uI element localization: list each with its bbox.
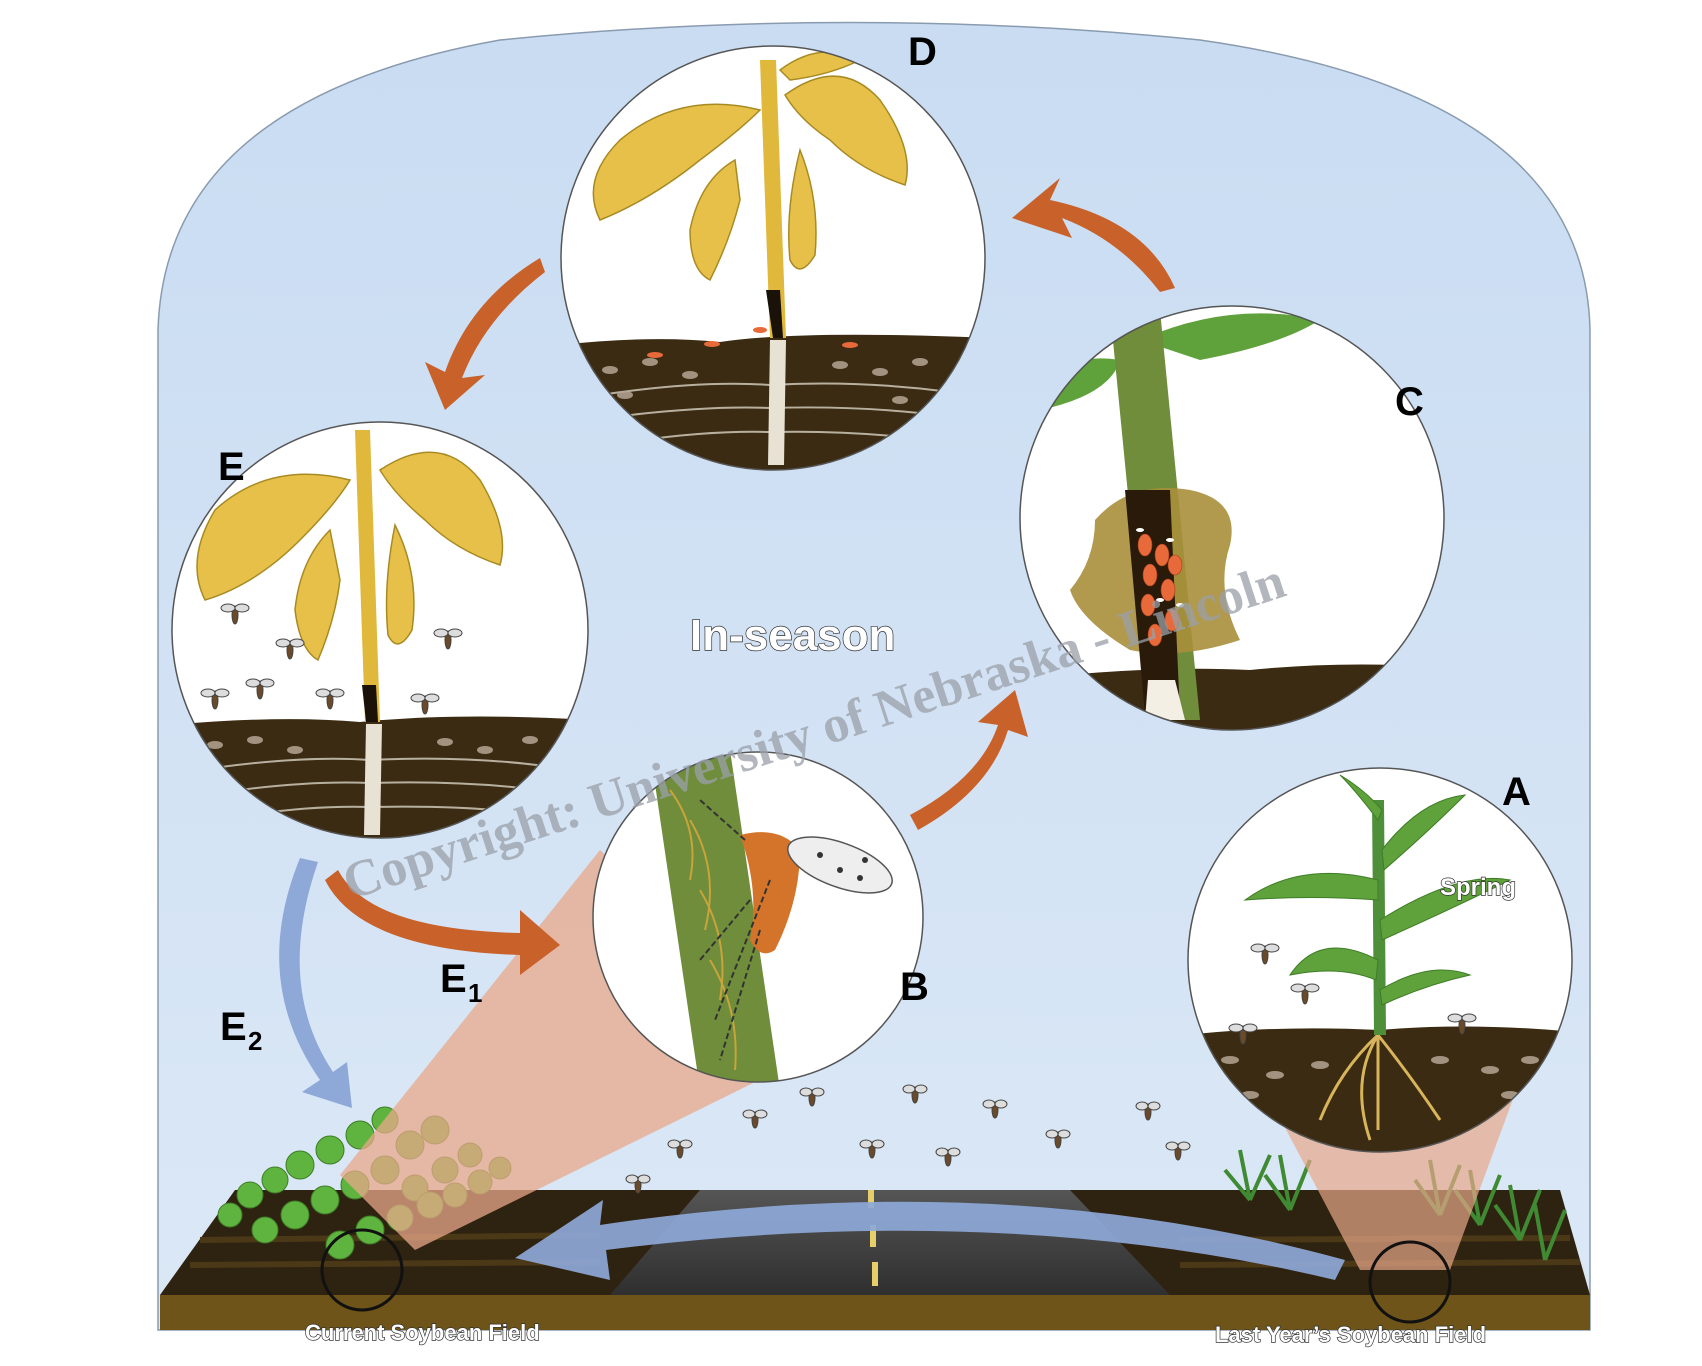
- stage-d-circle: [560, 45, 986, 471]
- dispersal-arrow-road: [515, 1200, 1345, 1280]
- label-d: D: [908, 30, 937, 74]
- label-a: A: [1502, 770, 1531, 814]
- spring-label: Spring: [1440, 874, 1516, 901]
- svg-text:E: E: [220, 1005, 247, 1049]
- stage-e-circle: [171, 421, 589, 839]
- label-e2: E 2: [220, 1005, 262, 1056]
- last-year-field-label: Last Year’s Soybean Field: [1215, 1322, 1486, 1347]
- arrow-e2: [279, 858, 352, 1108]
- adult-midge-ovipositing: [699, 799, 893, 1061]
- stage-a-circle: [1187, 767, 1573, 1153]
- svg-text:E: E: [440, 957, 467, 1001]
- label-b: B: [900, 965, 929, 1009]
- arrow-e1: [325, 870, 560, 975]
- arrow-b-to-c: [910, 690, 1028, 830]
- current-field-label: Current Soybean Field: [305, 1320, 540, 1345]
- label-e: E: [218, 445, 245, 489]
- stage-c-circle: [1019, 305, 1445, 731]
- dispersing-midges: [625, 1084, 1191, 1194]
- arrow-c-to-d: [1012, 178, 1175, 292]
- current-field-marker: [320, 1228, 404, 1312]
- arrow-d-to-e: [425, 258, 545, 410]
- stage-b-circle: [592, 751, 924, 1083]
- svg-text:2: 2: [248, 1026, 262, 1056]
- last-year-field-marker: [1368, 1240, 1452, 1324]
- cycle-arrows: [325, 178, 1175, 975]
- svg-text:1: 1: [468, 978, 482, 1008]
- label-e1: E 1: [440, 957, 482, 1008]
- label-c: C: [1395, 380, 1424, 424]
- in-season-label: In-season: [690, 611, 895, 660]
